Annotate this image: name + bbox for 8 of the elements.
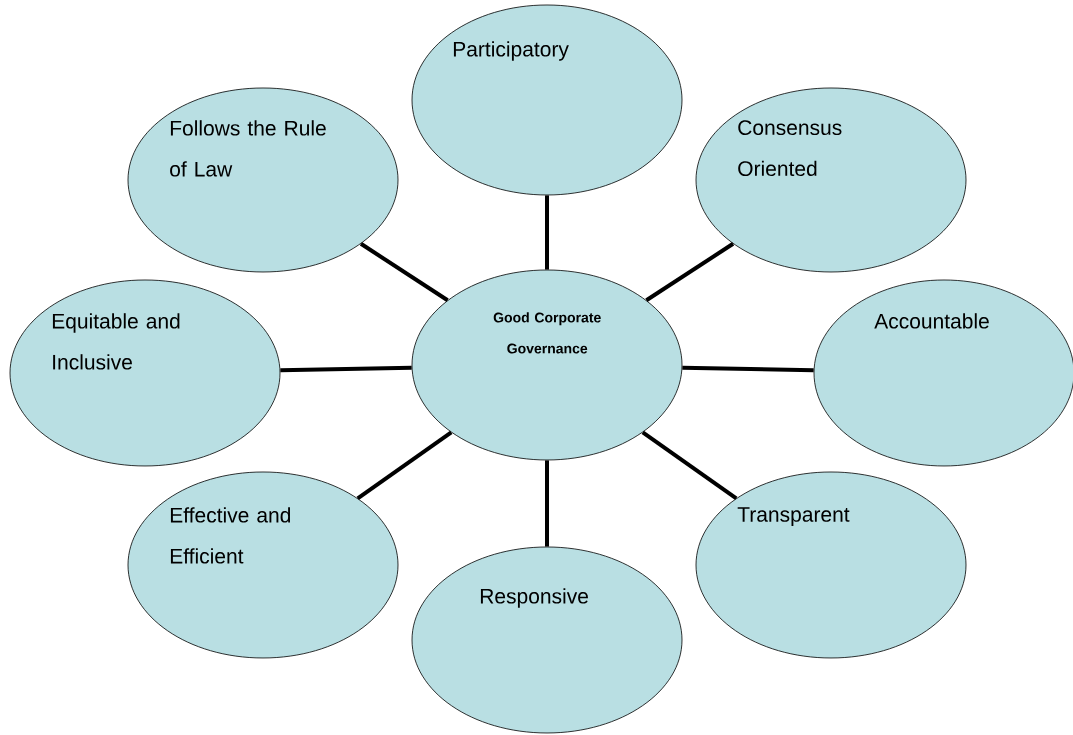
connector-line xyxy=(682,365,814,373)
connector-line xyxy=(545,195,549,270)
connector-line xyxy=(645,242,735,302)
connector-line xyxy=(545,460,549,547)
connector-line xyxy=(356,430,453,500)
connector-line xyxy=(641,430,738,500)
connector-line xyxy=(359,242,449,302)
connector-line xyxy=(280,365,412,373)
